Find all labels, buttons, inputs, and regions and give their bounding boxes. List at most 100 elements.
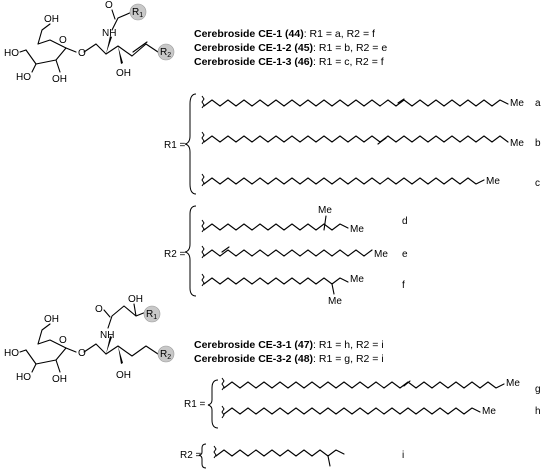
top-ring-oh-bond-3 xyxy=(55,59,61,73)
bottom-r2-circle xyxy=(157,345,175,363)
chain-f-attach xyxy=(201,273,205,287)
chain-f-branch-me: Me xyxy=(328,296,342,307)
top-amide xyxy=(111,11,133,31)
chain-b-double xyxy=(377,137,387,145)
chain-c xyxy=(203,177,485,185)
chain-g-attach xyxy=(221,377,225,391)
bottom-ring-oh-bond-2 xyxy=(31,363,37,373)
chain-e-letter: e xyxy=(402,249,408,260)
bottom-r2-equals: R2 = xyxy=(180,450,202,461)
bottom-compound-list: Cerebroside CE-3-1 (47): R1 = h, R2 = i … xyxy=(194,339,384,365)
bottom-ho-label-2: HO xyxy=(16,372,31,383)
top-carbonyl-o-label: O xyxy=(105,0,113,11)
bottom-carbonyl xyxy=(103,309,111,318)
chain-a-attach xyxy=(201,95,205,109)
chain-g-double xyxy=(403,380,411,387)
bottom-nh-wedge xyxy=(106,336,112,354)
bottom-carbonyl-o-label: O xyxy=(95,304,103,315)
top-sphingoid-chain xyxy=(105,43,159,57)
top-r1-equals: R1 = xyxy=(164,140,186,151)
chain-h-me: Me xyxy=(482,406,496,417)
top-ring-o-label: O xyxy=(59,35,67,46)
bottom-ring-oh-bond-3 xyxy=(55,359,61,373)
top-r2-circle xyxy=(157,43,175,61)
top-ho-label-2: HO xyxy=(16,72,31,83)
compound-45: Cerebroside CE-1-2 (45): R1 = b, R2 = e xyxy=(194,42,387,54)
chain-g-me: Me xyxy=(506,378,520,389)
chain-a-double xyxy=(397,98,405,104)
bottom-nh-label: NH xyxy=(100,330,114,341)
chain-c-letter: c xyxy=(535,178,540,189)
top-oh-wedge xyxy=(118,46,123,64)
bottom-structure: OH HO HO OH O O O OH NH OH R1 R2 xyxy=(4,294,175,385)
bottom-ch2oh-label: OH xyxy=(44,314,59,325)
chain-f xyxy=(203,277,349,285)
bottom-side-oh-label: OH xyxy=(128,294,143,305)
top-r1-label: R1 xyxy=(132,7,143,19)
bottom-r1-brace xyxy=(207,379,219,429)
chain-a xyxy=(203,99,509,107)
chain-d xyxy=(203,223,349,231)
chain-b-me: Me xyxy=(510,138,524,149)
chain-g-letter: g xyxy=(535,384,541,395)
top-ring-oh-bond-1 xyxy=(19,49,27,53)
chain-e-double xyxy=(221,246,230,253)
chain-a-letter: a xyxy=(535,98,541,109)
chain-i xyxy=(215,449,345,457)
chain-d-me: Me xyxy=(350,224,364,235)
top-carbonyl xyxy=(111,9,116,20)
chain-f-letter: f xyxy=(402,280,405,291)
top-glycosidic-bond xyxy=(65,47,77,53)
chain-e-attach xyxy=(201,245,205,259)
bottom-glycosidic-bond xyxy=(65,347,77,353)
chain-d-letter: d xyxy=(402,216,408,227)
chain-a-me: Me xyxy=(510,98,524,109)
top-nh-label: NH xyxy=(102,28,116,39)
top-ho-label-1: HO xyxy=(4,48,19,59)
bottom-ho-label-1: HO xyxy=(4,348,19,359)
chain-b-attach xyxy=(201,131,205,145)
chain-i-letter: i xyxy=(402,450,404,461)
top-r1-circle xyxy=(129,3,147,21)
top-ring-oh-bond-2 xyxy=(31,63,37,73)
bottom-ring-oh-bond-1 xyxy=(19,349,27,353)
bottom-linker xyxy=(83,343,107,355)
bottom-oh-branch xyxy=(133,303,137,317)
chain-d-branch-me: Me xyxy=(318,205,332,216)
top-r1-brace xyxy=(184,93,197,195)
chain-h-attach xyxy=(221,405,225,419)
chain-f-branch xyxy=(331,283,335,295)
bottom-amide xyxy=(107,305,147,329)
top-linker xyxy=(83,43,107,55)
bottom-r2-brace xyxy=(198,443,207,469)
bottom-r1-group: R1 = Me g Me h xyxy=(184,377,541,429)
chain-c-me: Me xyxy=(486,176,500,187)
top-r1-group: R1 = Me a Me b Me c xyxy=(164,93,541,195)
bottom-oh-label: OH xyxy=(116,370,131,381)
top-oh-label-ring: OH xyxy=(52,74,67,85)
compound-48: Cerebroside CE-3-2 (48): R1 = g, R2 = i xyxy=(194,353,384,365)
top-r2-group: R2 = Me Me d Me e Me Me f xyxy=(164,205,408,307)
bottom-sugar-ring xyxy=(25,339,67,365)
bottom-oh-label-ring: OH xyxy=(52,374,67,385)
top-r2-equals: R2 = xyxy=(164,249,186,260)
chain-h-letter: h xyxy=(535,406,541,417)
chain-g xyxy=(223,381,505,389)
top-sugar-ring xyxy=(25,39,67,65)
chain-d-attach xyxy=(201,219,205,233)
bottom-sphingoid-chain xyxy=(105,345,159,357)
bottom-glyco-o-label: O xyxy=(78,348,86,359)
chain-e-me: Me xyxy=(374,249,388,260)
bottom-ch2oh-bond xyxy=(37,323,51,345)
chain-b-letter: b xyxy=(535,138,541,149)
top-oh-label: OH xyxy=(116,68,131,79)
top-ch2oh-bond xyxy=(37,23,51,45)
bottom-r1-equals: R1 = xyxy=(184,399,206,410)
bottom-r1-circle xyxy=(143,305,161,323)
top-structure: OH HO HO OH O O O NH OH R1 R2 xyxy=(4,0,175,85)
chain-b xyxy=(203,135,509,143)
chain-i-attach xyxy=(213,445,217,459)
bottom-r2-group: R2 = i xyxy=(180,443,404,469)
